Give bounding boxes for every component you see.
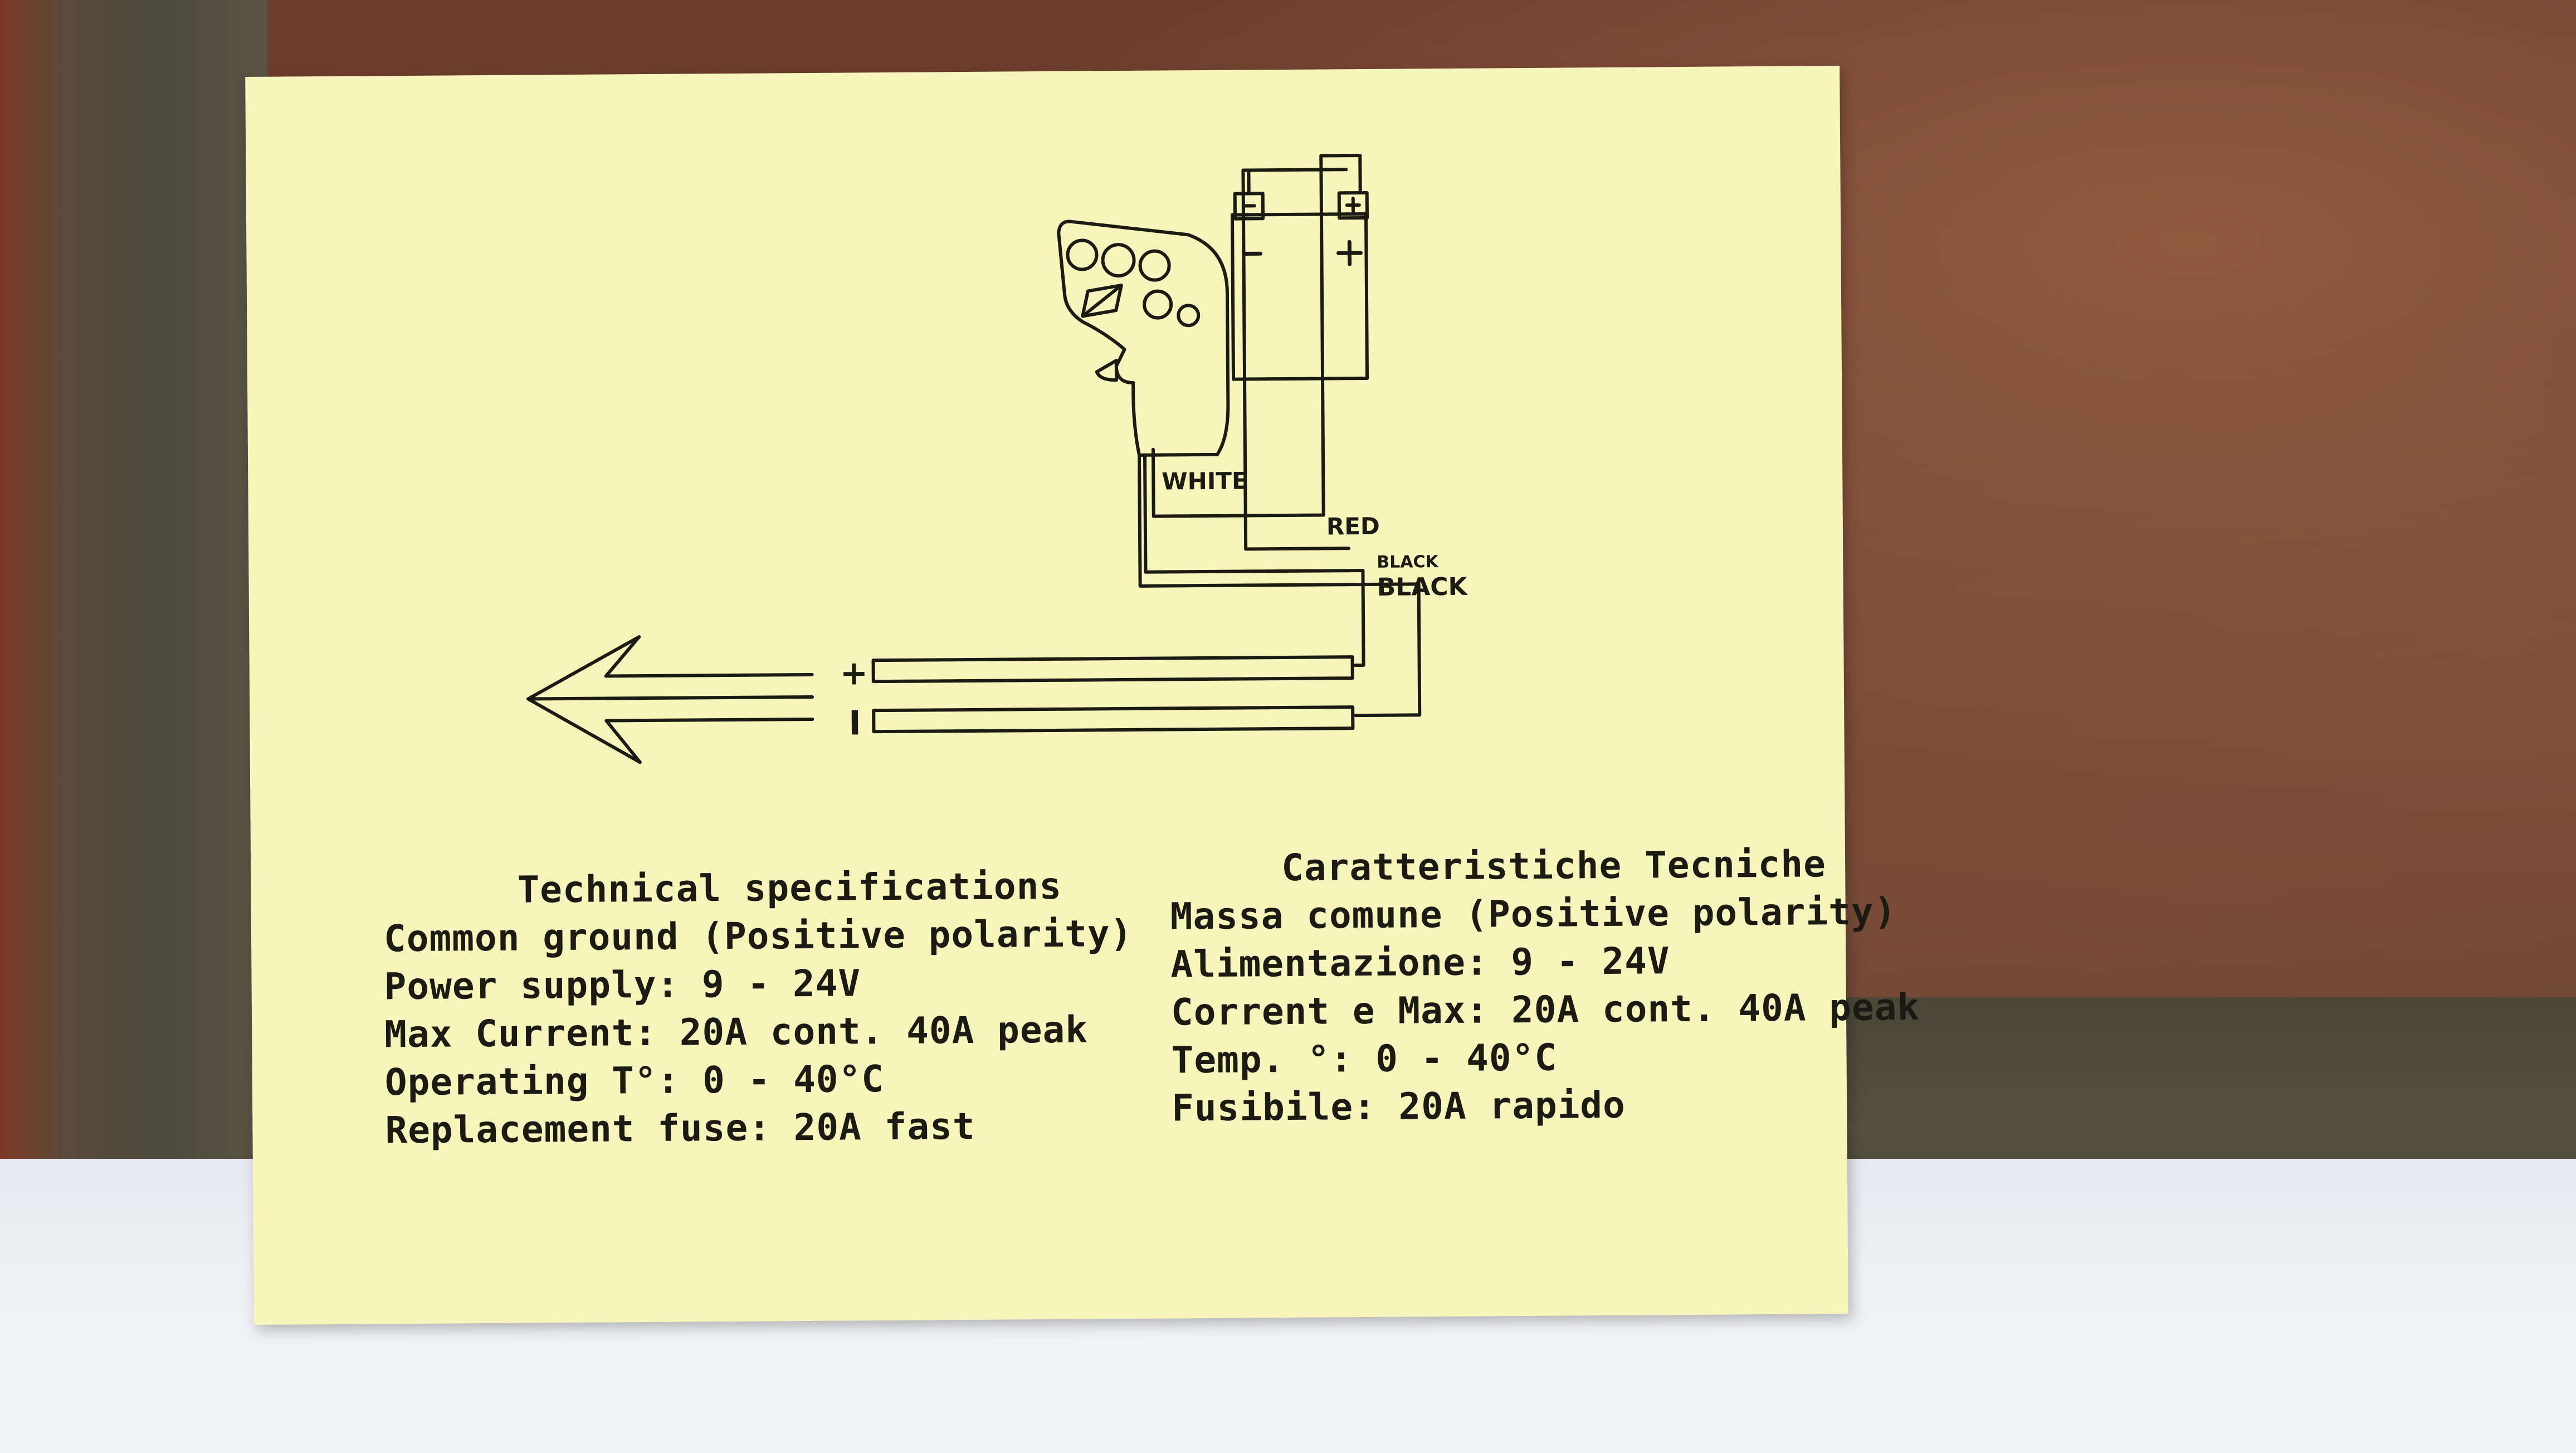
direction-arrow: [526, 635, 814, 764]
wiring-diagram: WHITE RED BLACK BLACK + I: [526, 154, 1468, 764]
mortar-left: [0, 0, 267, 1215]
technical-specifications-it: Caratteristiche Tecniche Massa comune (P…: [1170, 840, 1921, 1132]
spec-line: Common ground (Positive polarity): [383, 911, 1133, 960]
spec-line: Max Current: 20A cont. 40A peak: [384, 1008, 1089, 1056]
track-sign-minus: I: [848, 704, 861, 743]
instruction-card: WHITE RED BLACK BLACK + I Technical spec…: [245, 66, 1920, 1325]
spec-line: Massa comune (Positive polarity): [1170, 890, 1897, 938]
spec-line: Fusibile: 20A rapido: [1171, 1083, 1626, 1130]
track-sign-plus: +: [840, 654, 868, 693]
spec-line: Replacement fuse: 20A fast: [385, 1104, 975, 1152]
wire-label-red: RED: [1326, 513, 1380, 540]
spec-line: Power supply: 9 - 24V: [384, 962, 861, 1008]
wire-label-white: WHITE: [1162, 467, 1248, 495]
controller-icon: [1057, 220, 1230, 457]
battery-icon: [1230, 191, 1369, 381]
wire-label-black-2: BLACK: [1377, 573, 1468, 602]
spec-title-en: Technical specifications: [517, 864, 1062, 911]
spec-line: Operating T°: 0 - 40°C: [384, 1057, 885, 1104]
wire-label-black-1: BLACK: [1377, 552, 1439, 572]
spec-line: Temp. °: 0 - 40°C: [1171, 1036, 1558, 1082]
spec-title-it: Caratteristiche Tecniche: [1281, 842, 1827, 890]
technical-specifications-en: Technical specifications Common ground (…: [383, 862, 1134, 1154]
spec-line: Corrent e Max: 20A cont. 40A peak: [1170, 986, 1920, 1034]
spec-line: Alimentazione: 9 - 24V: [1170, 939, 1670, 986]
